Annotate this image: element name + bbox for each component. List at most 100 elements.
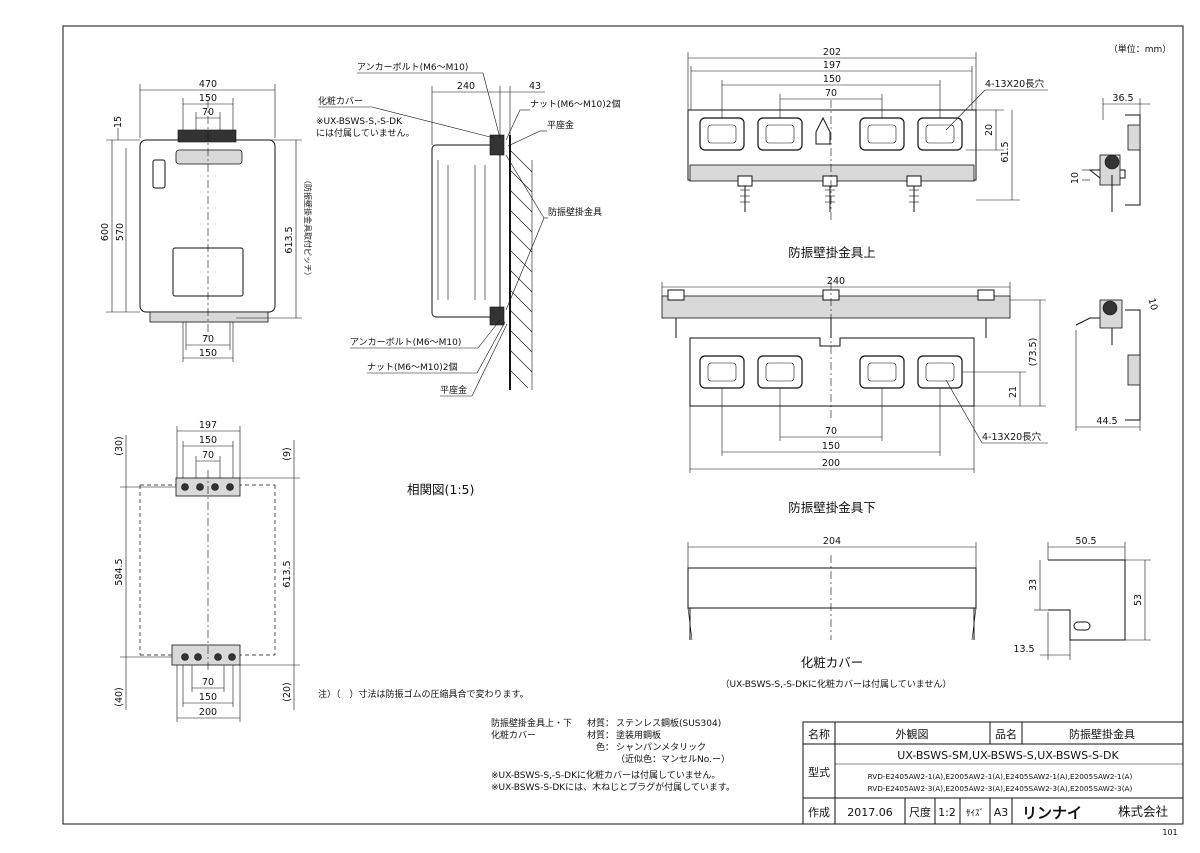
tb-product-label: 品名 (995, 727, 1017, 741)
dim-h20: 20 (984, 124, 995, 136)
heater-top-panel (175, 149, 243, 165)
dim-l10: 10 (1146, 297, 1160, 312)
tb-model-sub2: RVD-E2405AW2-3(A),E2005AW2-3(A),E2405SAW… (868, 784, 1133, 793)
lower-bottom-bracket (171, 644, 241, 666)
dim-lb200: 200 (199, 707, 217, 718)
tb-product-value: 防振壁掛金具 (1069, 727, 1135, 741)
dim-b70: 70 (202, 334, 214, 345)
label-washer-bot: 平座金 (440, 384, 467, 396)
dim-l150: 150 (199, 435, 217, 446)
tb-size-label: ｻｲｽﾞ (966, 808, 984, 819)
unit-note: （単位：mm） (1109, 43, 1172, 55)
label-note1: ※UX-BSWS-S,-S-DK (316, 117, 403, 127)
dim-43: 43 (529, 81, 541, 92)
lower-bracket-view: 240 (73.5) 21 70 150 200 4-13X20長穴 防振壁掛金… (661, 276, 1048, 515)
label-note2: には付属していません。 (316, 128, 414, 139)
dim-h21: 21 (1008, 386, 1019, 398)
dim-600: 600 (100, 223, 111, 241)
dim-53: 53 (1133, 594, 1144, 606)
dim-p9: (9) (282, 447, 293, 460)
dim-202: 202 (823, 47, 841, 58)
upper-bracket-side: 36.5 10 (1070, 93, 1150, 212)
cover-subtitle: （UX-BSWS-S,-S-DKに化粧カバーは付属していません） (721, 678, 952, 690)
label-anchor-bot: アンカーボルト(M6～M10) (350, 337, 461, 348)
dim-584-5: 584.5 (114, 558, 125, 585)
note-bracket: 注）（ ）寸法は防振ゴムの圧縮具合で変わります。 (318, 688, 529, 700)
side-bottom-bracket (489, 306, 505, 326)
cover-plate (687, 567, 977, 609)
side-view: 240 43 アンカーボルト(M6～M10) 化粧カバー ※UX-BSWS-S,… (316, 62, 620, 497)
mat1-val: ステンレス鋼板(SUS304) (616, 717, 721, 729)
label-washer-top: 平座金 (547, 119, 574, 131)
tb-scale-label: 尺度 (909, 805, 931, 819)
side-heater-body (431, 144, 501, 318)
dim-470: 470 (199, 79, 217, 90)
tb-name-value: 外観図 (896, 727, 929, 741)
dim-p40: (40) (114, 687, 125, 707)
dim-lw200: 200 (822, 458, 840, 469)
tb-brand: リンナイ (1022, 804, 1082, 822)
heater-indicator (152, 159, 166, 189)
mat3-key: 色： (596, 741, 614, 753)
upper-bracket-view: 202 197 150 70 4-13X20長穴 20 61.5 防振壁掛金具上 (687, 47, 1048, 260)
mat2-item: 化粧カバー (491, 729, 536, 741)
dim-15: 15 (113, 116, 124, 128)
cover-view: 204 化粧カバー （UX-BSWS-S,-S-DKに化粧カバーは付属していませ… (687, 536, 977, 690)
dim-b150: 150 (199, 348, 217, 359)
dim-33: 33 (1028, 579, 1039, 591)
lower-bracket-side: 44.5 10 (1075, 297, 1160, 431)
mat2-key: 材質： (587, 729, 614, 741)
dim-570: 570 (115, 223, 126, 241)
mat1-key: 材質： (587, 717, 614, 729)
dim-73-5: (73.5) (1028, 338, 1039, 367)
lower-bracket-plate (689, 337, 975, 407)
dim-lw70: 70 (825, 426, 837, 437)
mat1-item: 防振壁掛金具上・下 (491, 717, 572, 729)
label-bracket: 防振壁掛金具 (548, 206, 602, 218)
dim-50-5: 50.5 (1075, 536, 1096, 547)
tb-company: 株式会社 (1118, 804, 1168, 819)
tb-made-label: 作成 (808, 806, 830, 819)
lower-bracket-title: 防振壁掛金具下 (788, 500, 876, 515)
label-cover: 化粧カバー (318, 95, 363, 107)
side-top-bracket (489, 134, 505, 156)
dim-u197: 197 (823, 60, 841, 71)
dim-150: 150 (199, 93, 217, 104)
mat2-val: 塗装用鋼板 (616, 729, 661, 741)
dim-36-5: 36.5 (1112, 93, 1133, 104)
remark2: ※UX-BSWS-S-DKには、木ねじとプラグが付属しています。 (491, 781, 735, 793)
scale-title: 相関図(1:5) (407, 482, 474, 497)
remark1: ※UX-BSWS-S,-S-DKに化粧カバーは付属していません。 (491, 769, 720, 781)
upper-bracket-title: 防振壁掛金具上 (788, 245, 876, 260)
dim-p30: (30) (114, 436, 125, 456)
dim-lb70: 70 (202, 677, 214, 688)
lower-left-view: 197 150 70 (30) 584.5 (40) (9) 613.5 (20… (114, 420, 300, 722)
pitch-label: （防振壁掛金具取付ピッチ） (303, 176, 313, 280)
mat3-val: シャンパンメタリック (616, 742, 706, 753)
dim-lw150: 150 (822, 441, 840, 452)
front-view-heater: 470 150 70 15 600 570 613.5 （防振壁掛金具取付ピッチ… (100, 79, 313, 362)
mat4: （近似色：マンセルNo.ー） (616, 753, 730, 765)
tb-size: A3 (994, 806, 1009, 819)
tb-name-label: 名称 (808, 727, 830, 741)
tb-date: 2017.06 (847, 806, 893, 819)
label-nut-top: ナット(M6～M10)2個 (530, 98, 620, 110)
dim-13-5: 13.5 (1013, 644, 1034, 655)
heater-body (139, 139, 276, 313)
dim-240: 240 (457, 81, 475, 92)
title-block: 名称 外観図 品名 防振壁掛金具 型式 UX-BSWS-SM,UX-BSWS-S… (802, 721, 1184, 825)
dim-l613-5: 613.5 (282, 560, 293, 587)
label-anchor-top: アンカーボルト(M6～M10) (357, 62, 468, 73)
tb-model-main: UX-BSWS-SM,UX-BSWS-S,UX-BSWS-S-DK (897, 749, 1119, 762)
sheet-code: 101 (1162, 828, 1177, 837)
dim-hole-lower: 4-13X20長穴 (982, 431, 1042, 443)
top-bracket-block (177, 129, 237, 143)
dim-hole-upper: 4-13X20長穴 (985, 78, 1045, 90)
dim-70: 70 (202, 107, 214, 118)
cover-side: 50.5 33 53 13.5 (1013, 536, 1151, 660)
dim-lb150: 150 (199, 692, 217, 703)
dim-lw240: 240 (827, 276, 845, 287)
dim-613-5: 613.5 (284, 226, 295, 253)
